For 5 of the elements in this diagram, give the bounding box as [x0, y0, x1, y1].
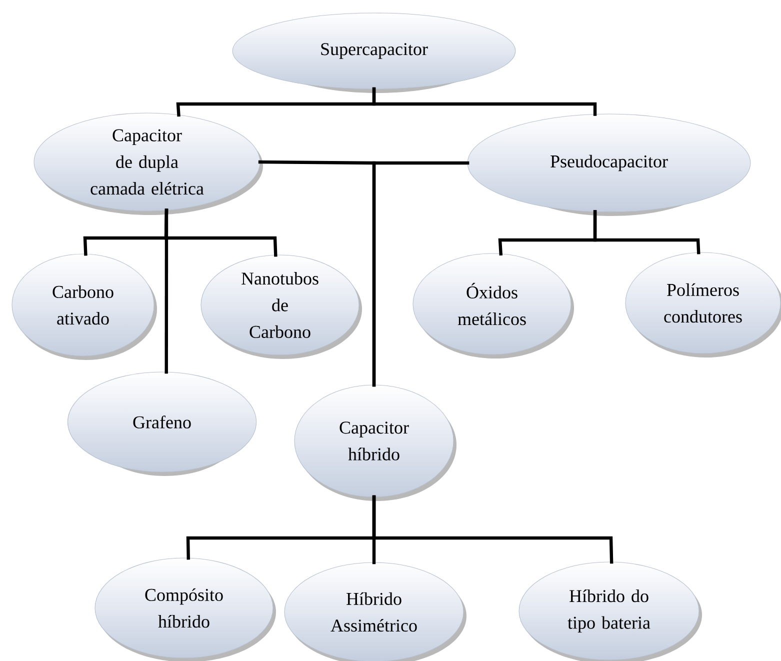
connector-line [372, 495, 614, 564]
connector-line [164, 208, 168, 374]
connector-line [593, 210, 700, 254]
connector-line [372, 87, 597, 116]
connector-line [372, 161, 470, 387]
